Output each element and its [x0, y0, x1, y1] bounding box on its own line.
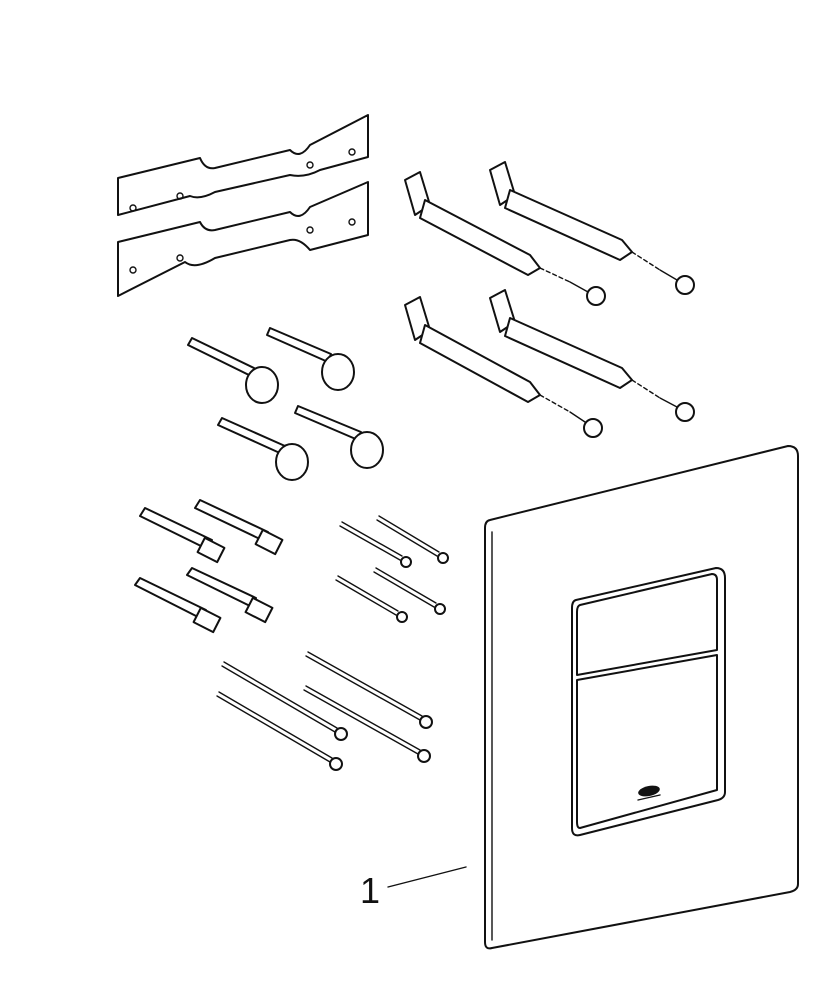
screw — [339, 521, 412, 568]
long-screw — [305, 651, 433, 729]
screw — [373, 567, 446, 615]
mounting-bracket — [117, 114, 369, 216]
headed-bolt — [217, 417, 309, 481]
grohe-logo — [638, 785, 660, 797]
headed-bolt — [187, 337, 279, 404]
screw — [376, 515, 449, 564]
long-screw — [303, 685, 431, 763]
long-screw — [216, 691, 343, 771]
threaded-sleeve — [139, 507, 226, 564]
wall-anchor — [404, 296, 603, 438]
wall-anchor — [489, 161, 695, 295]
headed-bolt — [266, 327, 355, 391]
wall-anchor — [404, 171, 606, 306]
long-screw — [221, 661, 348, 741]
threaded-sleeve — [134, 577, 222, 634]
threaded-sleeve — [186, 567, 274, 624]
cover-plate — [484, 445, 799, 950]
mounting-bracket — [117, 181, 369, 297]
callout-leader-line — [387, 866, 467, 888]
threaded-sleeve — [194, 499, 284, 556]
screw — [335, 575, 408, 623]
callout-number: 1 — [360, 870, 381, 911]
wall-anchor — [489, 289, 695, 422]
headed-bolt — [294, 405, 384, 469]
